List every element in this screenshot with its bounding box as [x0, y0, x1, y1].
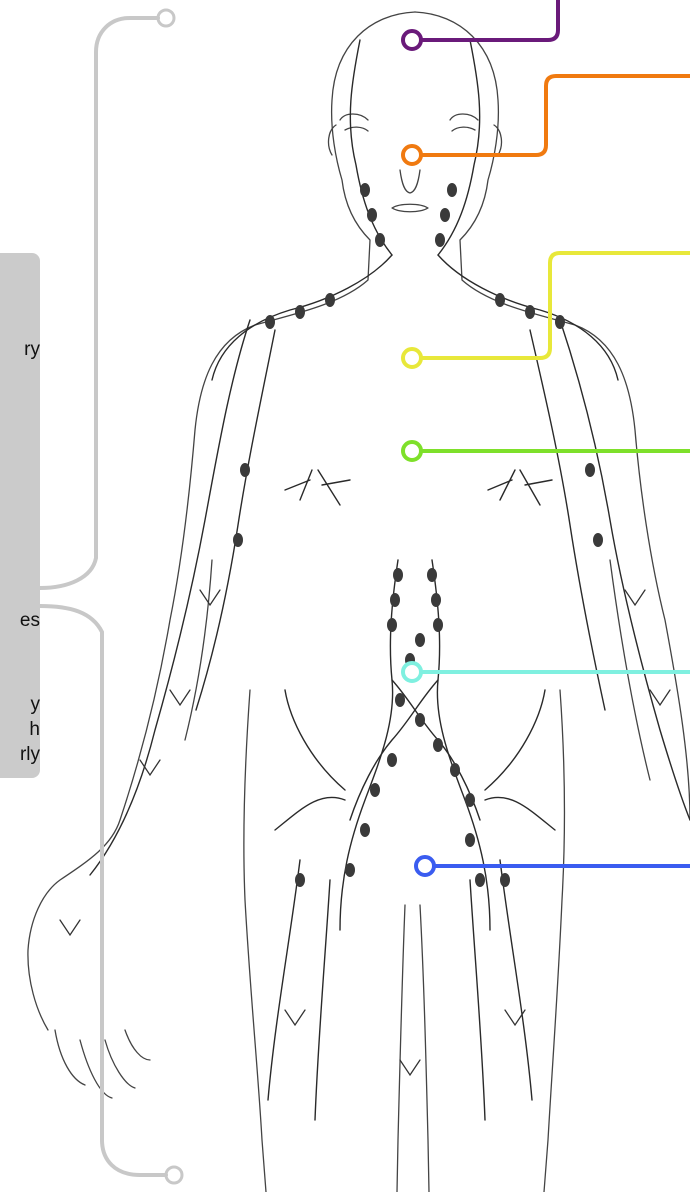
info-panel: ry es y h rly th se ur: [0, 253, 40, 778]
lymph-node: [345, 863, 355, 877]
face-marker[interactable]: [403, 76, 690, 164]
abdomen-connector-circle-icon: [403, 663, 421, 681]
panel-text-fragment: ry: [24, 339, 40, 361]
chest-connector-circle-icon: [403, 442, 421, 460]
lymph-node: [465, 793, 475, 807]
lymph-node: [433, 618, 443, 632]
lymph-node: [370, 783, 380, 797]
lymph-node: [585, 463, 595, 477]
lymph-node: [415, 633, 425, 647]
lymph-node: [427, 568, 437, 582]
head-connector-circle-icon: [403, 31, 421, 49]
pelvis-connector-circle-icon: [416, 857, 434, 875]
lymph-node: [390, 593, 400, 607]
lymph-node: [265, 315, 275, 329]
lymph-node: [325, 293, 335, 307]
panel-text-fragment: es: [20, 610, 40, 632]
panel-text-fragment: y: [31, 694, 41, 716]
face-connector-line: [421, 76, 690, 155]
abdomen-marker[interactable]: [403, 663, 690, 681]
left-brackets: [40, 10, 182, 1183]
lymph-node: [465, 833, 475, 847]
lymph-node: [433, 738, 443, 752]
lymph-node: [295, 873, 305, 887]
lymph-node: [495, 293, 505, 307]
lymph-node: [395, 693, 405, 707]
downward-flow-arrow-icon: [285, 1010, 305, 1025]
pelvis-marker[interactable]: [416, 857, 690, 875]
panel-text-fragment: rly: [20, 744, 40, 766]
lymph-node: [387, 618, 397, 632]
downward-flow-arrow-icon: [60, 920, 80, 935]
upper-bracket: [40, 18, 158, 588]
lymph-node: [360, 823, 370, 837]
lymph-node: [475, 873, 485, 887]
lower-bracket: [40, 606, 166, 1175]
throat-connector-circle-icon: [403, 349, 421, 367]
lymph-node: [295, 305, 305, 319]
downward-flow-arrow-icon: [400, 1060, 420, 1075]
throat-marker[interactable]: [403, 253, 690, 367]
lymph-node: [415, 713, 425, 727]
lymph-node: [387, 753, 397, 767]
lymph-vessels: [90, 40, 690, 1120]
lymph-node: [440, 208, 450, 222]
chest-marker[interactable]: [403, 442, 690, 460]
lymph-node: [450, 763, 460, 777]
lymph-node: [435, 233, 445, 247]
lymph-node: [360, 183, 370, 197]
downward-flow-arrow-icon: [170, 690, 190, 705]
downward-flow-arrow-icon: [625, 590, 645, 605]
bracket-end-circle-icon: [166, 1167, 182, 1183]
head-marker[interactable]: [403, 0, 558, 49]
lymph-node: [431, 593, 441, 607]
head-connector-line: [420, 0, 558, 40]
lymph-node: [593, 533, 603, 547]
lymph-node: [500, 873, 510, 887]
bracket-end-circle-icon: [158, 10, 174, 26]
face-connector-circle-icon: [403, 146, 421, 164]
lymph-node: [393, 568, 403, 582]
lymph-node: [525, 305, 535, 319]
lymph-node: [375, 233, 385, 247]
lymph-node: [367, 208, 377, 222]
lymph-node: [240, 463, 250, 477]
body-outline: [28, 12, 690, 1192]
lymph-node: [447, 183, 457, 197]
panel-text-fragment: h: [29, 719, 40, 741]
lymph-nodes: [233, 183, 603, 887]
lymph-node: [555, 315, 565, 329]
lymph-node: [233, 533, 243, 547]
